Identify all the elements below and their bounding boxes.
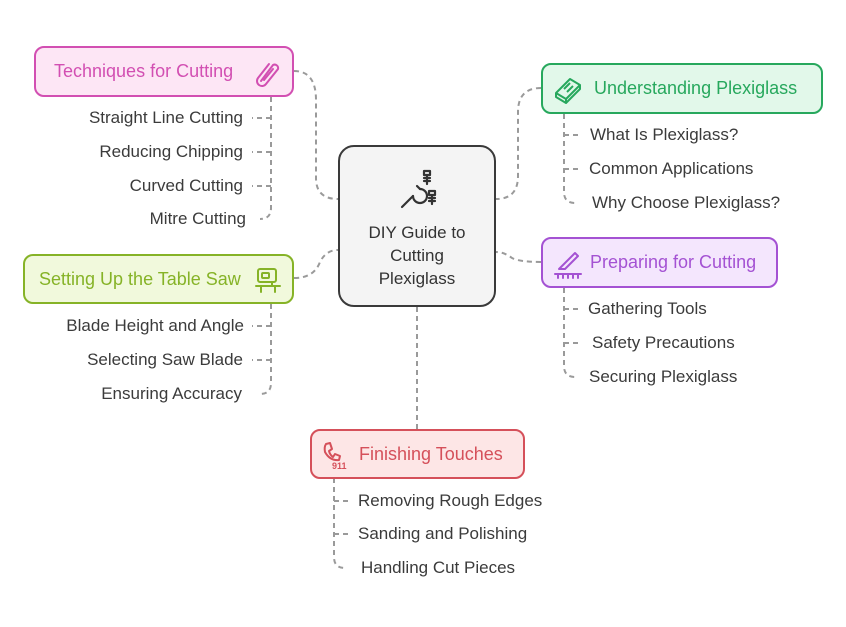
branch-title: Finishing Touches: [359, 443, 503, 464]
leaf-removing-rough-edges[interactable]: Removing Rough Edges: [358, 491, 543, 510]
leaf-mitre-cutting[interactable]: Mitre Cutting: [149, 209, 246, 228]
leaf-curved-cutting[interactable]: Curved Cutting: [129, 176, 243, 195]
leaf-straight-line-cutting[interactable]: Straight Line Cutting: [88, 108, 243, 127]
leaf-gathering-tools[interactable]: Gathering Tools: [588, 299, 707, 318]
branch-preparing-for-cutting[interactable]: Preparing for Cutting: [541, 237, 778, 288]
leaf-what-is-plexiglass[interactable]: What Is Plexiglass?: [590, 125, 739, 144]
leaf-selecting-saw-blade[interactable]: Selecting Saw Blade: [87, 350, 243, 369]
branch-techniques-for-cutting[interactable]: Techniques for Cutting: [34, 46, 294, 97]
phone-911-icon: 911: [323, 442, 347, 470]
leaf-securing-plexiglass[interactable]: Securing Plexiglass: [589, 367, 738, 386]
branch-understanding-plexiglass[interactable]: Understanding Plexiglass: [541, 63, 823, 114]
leaf-reducing-chipping[interactable]: Reducing Chipping: [99, 142, 243, 161]
branch-title: Understanding Plexiglass: [594, 78, 798, 98]
branch-setting-up-table-saw[interactable]: Setting Up the Table Saw: [23, 254, 294, 304]
leaf-ensuring-accuracy[interactable]: Ensuring Accuracy: [101, 384, 242, 403]
central-title: DIY Guide to Cutting Plexiglass: [368, 223, 466, 288]
leaf-safety-precautions[interactable]: Safety Precautions: [592, 333, 735, 352]
knife-ruler-icon: [554, 252, 582, 279]
branch-title: Preparing for Cutting: [590, 252, 757, 272]
leaf-handling-cut-pieces[interactable]: Handling Cut Pieces: [361, 558, 516, 577]
svg-text:911: 911: [332, 461, 347, 470]
branch-finishing-touches[interactable]: 911 Finishing Touches: [310, 429, 525, 479]
paperclip-icon: [256, 63, 280, 87]
central-topic[interactable]: DIY Guide to Cutting Plexiglass: [338, 145, 496, 307]
glass-sheet-icon: [555, 78, 581, 104]
leaf-sanding-and-polishing[interactable]: Sanding and Polishing: [358, 524, 528, 543]
leaf-common-applications[interactable]: Common Applications: [589, 159, 754, 178]
table-saw-icon: [255, 268, 281, 293]
branch-title: Techniques for Cutting: [54, 61, 234, 81]
branch-title: Setting Up the Table Saw: [39, 268, 241, 289]
leaf-blade-height-and-angle[interactable]: Blade Height and Angle: [66, 316, 244, 335]
wrench-screws-icon: [400, 169, 437, 209]
leaf-why-choose-plexiglass[interactable]: Why Choose Plexiglass?: [592, 193, 781, 212]
